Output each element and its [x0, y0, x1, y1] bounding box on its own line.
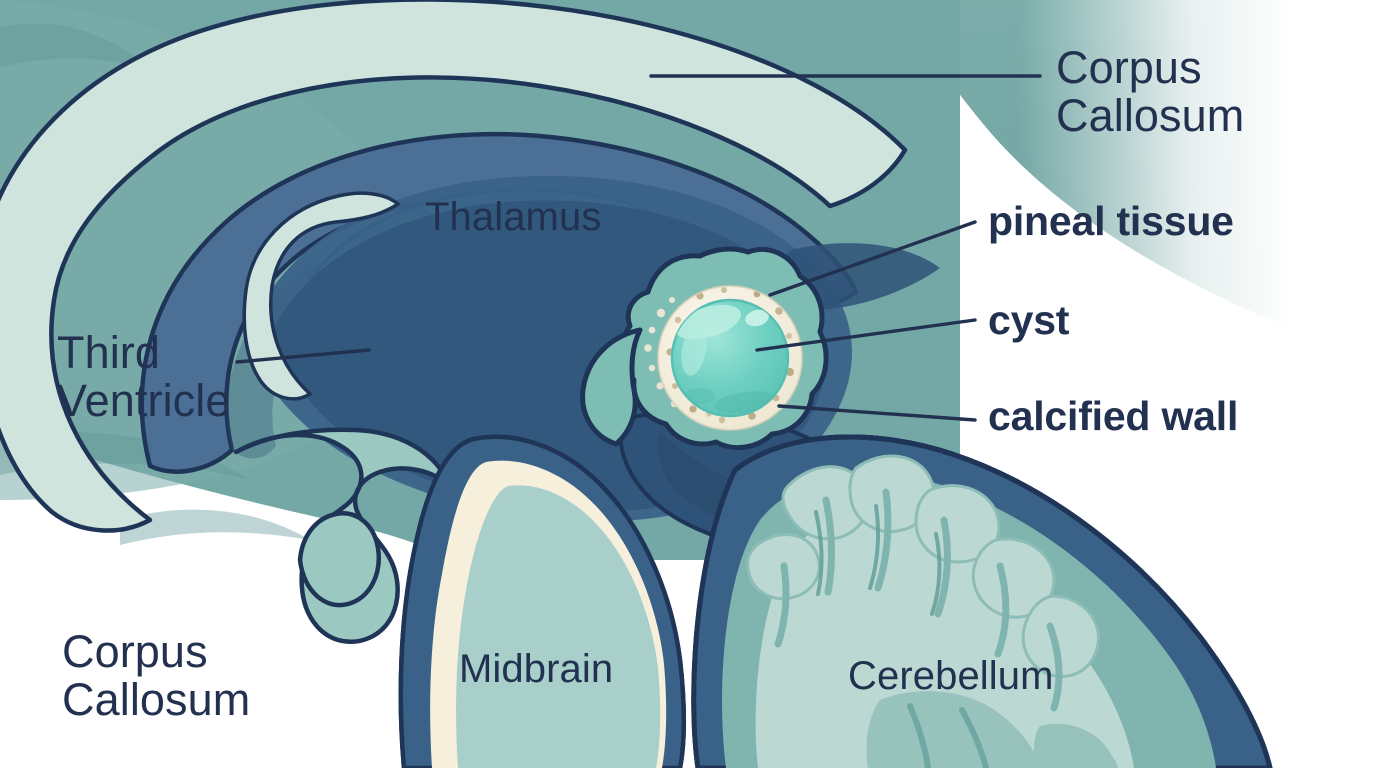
label-cerebellum: Cerebellum: [848, 654, 1054, 698]
label-third-ventricle: Third Ventricle: [57, 327, 231, 426]
label-corpus-callosum-top: Corpus Callosum: [1056, 42, 1245, 141]
label-midbrain: Midbrain: [459, 647, 614, 691]
calcified-wall-leader: [777, 404, 977, 422]
leader-lines-group: [235, 74, 1042, 422]
label-calcified-wall: calcified wall: [988, 393, 1239, 439]
label-cyst: cyst: [988, 297, 1070, 343]
hypothalamus-pituitary-region: [233, 427, 453, 644]
pineal-tissue-leader: [768, 220, 977, 297]
lateral-ventricle-lining: [242, 191, 401, 401]
midbrain-foreground: [398, 434, 687, 768]
cerebellum-foreground: [691, 434, 1273, 768]
label-pineal-tissue: pineal tissue: [988, 198, 1234, 244]
cerebrum-cortex-band: [0, 0, 908, 533]
cyst-leader: [755, 318, 977, 352]
label-thalamus: Thalamus: [425, 195, 602, 239]
label-corpus-callosum-bottom: Corpus Callosum: [62, 626, 251, 725]
third-ventricle-leader: [235, 348, 371, 364]
